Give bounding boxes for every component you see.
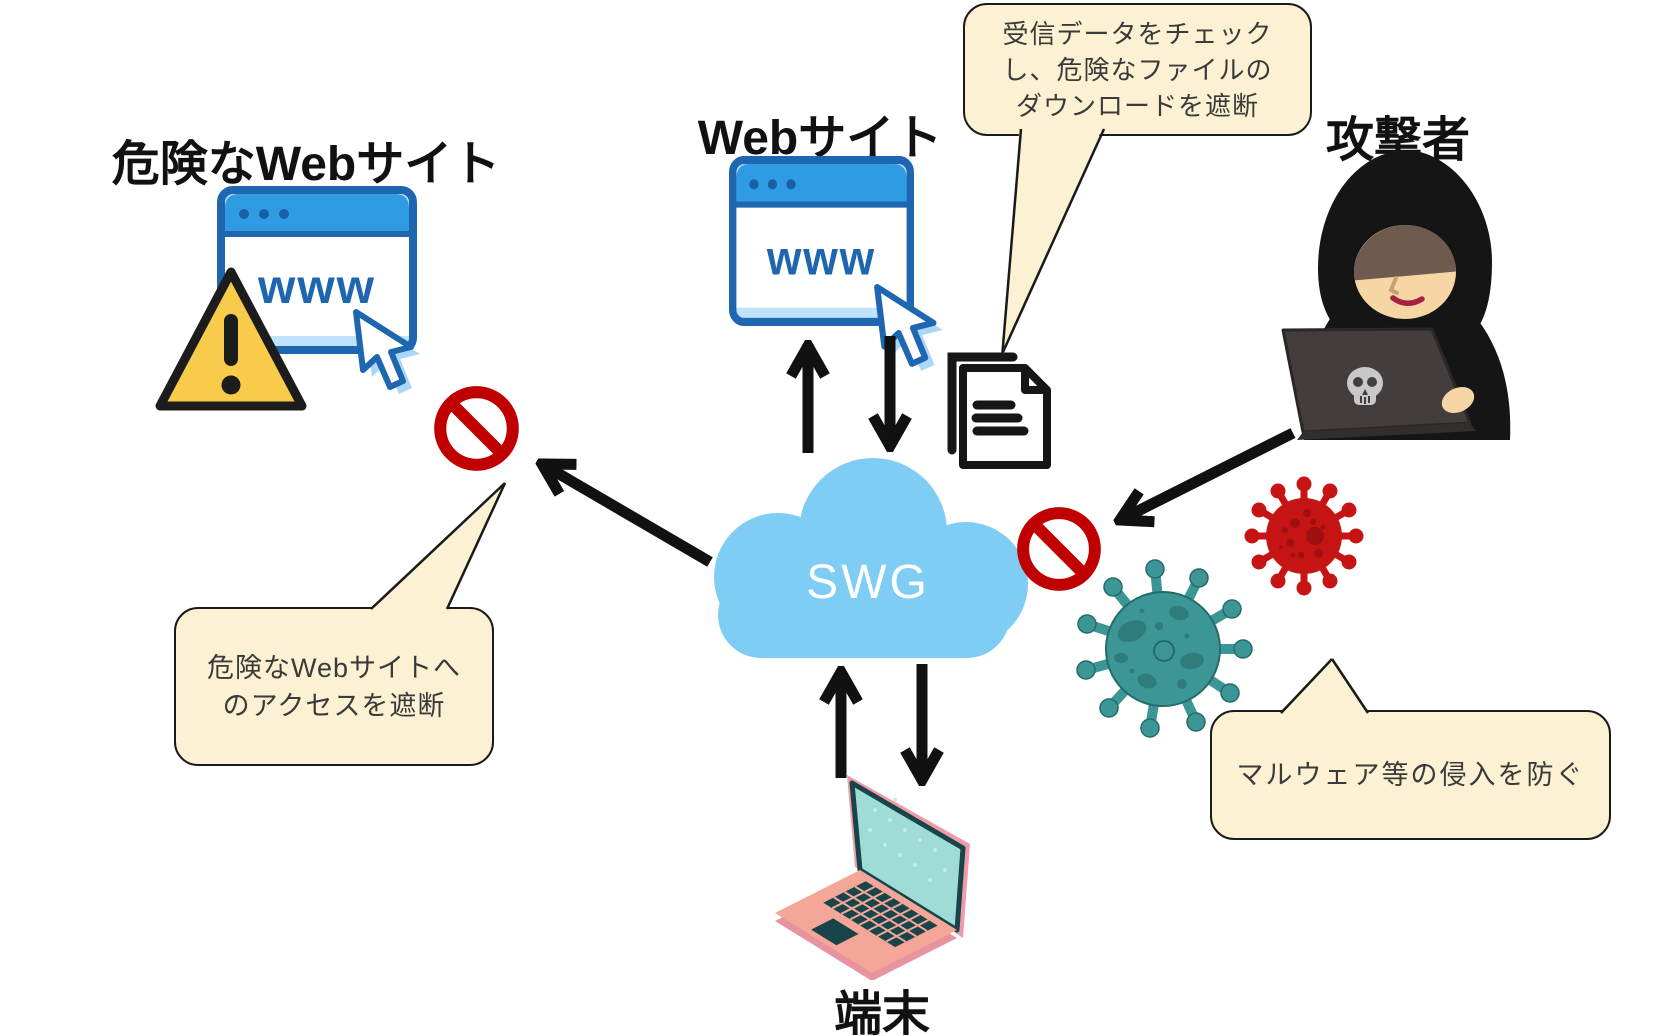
terminal-label: 端末 xyxy=(833,988,931,1036)
attacker-illustration xyxy=(1281,150,1511,440)
skull-icon xyxy=(1347,367,1383,405)
document-icon xyxy=(947,352,1051,469)
teal-virus-icon xyxy=(1076,559,1253,738)
prohibition-icon-access xyxy=(434,386,519,471)
warning-triangle-icon xyxy=(155,267,307,411)
cursor-icon-dangerous-site xyxy=(353,309,420,394)
swg-cloud: SWG xyxy=(714,458,1028,658)
red-virus-icon xyxy=(1244,476,1364,596)
callout-access-line1: 危険なWebサイトへ xyxy=(206,652,462,683)
swg-cloud-text: SWG xyxy=(806,556,930,609)
callout-download-line3: ダウンロードを遮断 xyxy=(1015,90,1259,121)
callout-download-line2: し、危険なファイルの xyxy=(1002,54,1273,85)
callout-download-tail xyxy=(1000,120,1106,359)
callout-access-line2: のアクセスを遮断 xyxy=(222,690,446,721)
arrow-cloud-to-dangerous-site xyxy=(542,464,713,567)
terminal-laptop-illustration xyxy=(775,775,970,980)
callout-malware-line1: マルウェア等の侵入を防ぐ xyxy=(1236,760,1585,790)
prohibition-icon-malware xyxy=(1017,507,1101,591)
dangerous-site-label: 危険なWebサイト xyxy=(111,138,501,191)
callout-malware-block: マルウェア等の侵入を防ぐ xyxy=(1210,710,1611,840)
dangerous-browser-www-text: www xyxy=(257,261,376,314)
callout-download-block: 受信データをチェック し、危険なファイルの ダウンロードを遮断 xyxy=(963,3,1312,136)
website-browser-www-text: www xyxy=(766,231,876,285)
callout-access-block: 危険なWebサイトへ のアクセスを遮断 xyxy=(174,607,494,766)
callout-download-line1: 受信データをチェック xyxy=(1002,18,1273,49)
callout-access-tail xyxy=(362,482,507,618)
